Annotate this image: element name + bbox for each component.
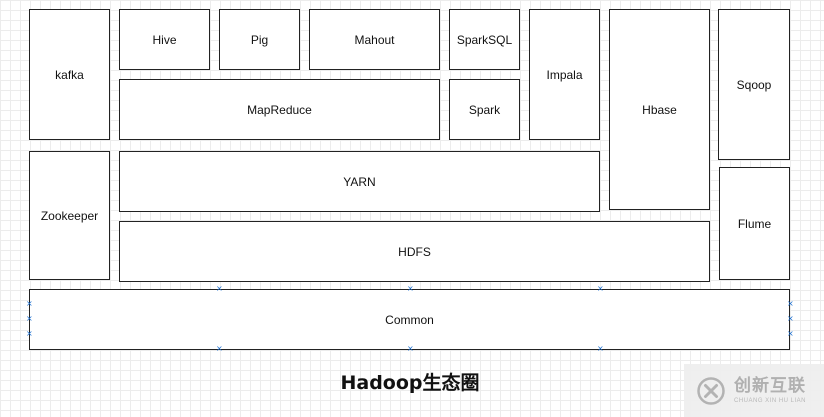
resize-handle-top-center[interactable]: × — [407, 284, 414, 293]
impala-label: Impala — [546, 67, 583, 82]
mapreduce-box[interactable]: MapReduce — [119, 79, 440, 140]
hive-box[interactable]: Hive — [119, 9, 210, 70]
brand-logo-icon — [697, 376, 725, 405]
resize-handle-left-upper[interactable]: × — [26, 299, 33, 308]
resize-handle-right-upper[interactable]: × — [787, 299, 794, 308]
resize-handle-right-lower[interactable]: × — [787, 329, 794, 338]
spark-box[interactable]: Spark — [449, 79, 520, 140]
flume-label: Flume — [737, 216, 772, 231]
resize-handle-top-left-third[interactable]: × — [216, 284, 223, 293]
resize-handle-left-lower[interactable]: × — [26, 329, 33, 338]
pig-label: Pig — [250, 32, 269, 47]
watermark-brand-name-en: CHUANG XIN HU LIAN — [734, 397, 807, 404]
flume-box[interactable]: Flume — [719, 167, 790, 280]
mahout-box[interactable]: Mahout — [309, 9, 440, 70]
spark-label: Spark — [468, 102, 501, 117]
sparksql-box[interactable]: SparkSQL — [449, 9, 520, 70]
resize-handle-left-middle[interactable]: × — [26, 314, 33, 323]
hdfs-box[interactable]: HDFS — [119, 221, 710, 282]
mahout-label: Mahout — [354, 32, 395, 47]
resize-handle-top-right-third[interactable]: × — [597, 284, 604, 293]
common-label: Common — [385, 312, 434, 327]
resize-handle-right-middle[interactable]: × — [787, 314, 794, 323]
sparksql-label: SparkSQL — [456, 32, 513, 47]
kafka-label: kafka — [55, 67, 84, 82]
impala-box[interactable]: Impala — [529, 9, 600, 140]
yarn-label: YARN — [343, 174, 376, 189]
common-box-selected[interactable]: Common — [29, 289, 790, 350]
yarn-box[interactable]: YARN — [119, 151, 600, 212]
resize-handle-bottom-left-third[interactable]: × — [216, 344, 223, 353]
pig-box[interactable]: Pig — [219, 9, 300, 70]
diagram-title: Hadoop生态圈 — [340, 372, 480, 394]
hbase-label: Hbase — [642, 102, 677, 117]
mapreduce-label: MapReduce — [247, 102, 312, 117]
hdfs-label: HDFS — [398, 244, 431, 259]
resize-handle-bottom-center[interactable]: × — [407, 344, 414, 353]
kafka-box[interactable]: kafka — [29, 9, 110, 140]
sqoop-label: Sqoop — [736, 77, 772, 92]
sqoop-box[interactable]: Sqoop — [718, 9, 790, 160]
zookeeper-label: Zookeeper — [40, 208, 99, 223]
hbase-box[interactable]: Hbase — [609, 9, 710, 210]
resize-handle-bottom-right-third[interactable]: × — [597, 344, 604, 353]
zookeeper-box[interactable]: Zookeeper — [29, 151, 110, 280]
watermark: 创新互联 CHUANG XIN HU LIAN — [684, 364, 824, 417]
hive-label: Hive — [152, 32, 177, 47]
watermark-brand-name: 创新互联 — [734, 375, 806, 396]
